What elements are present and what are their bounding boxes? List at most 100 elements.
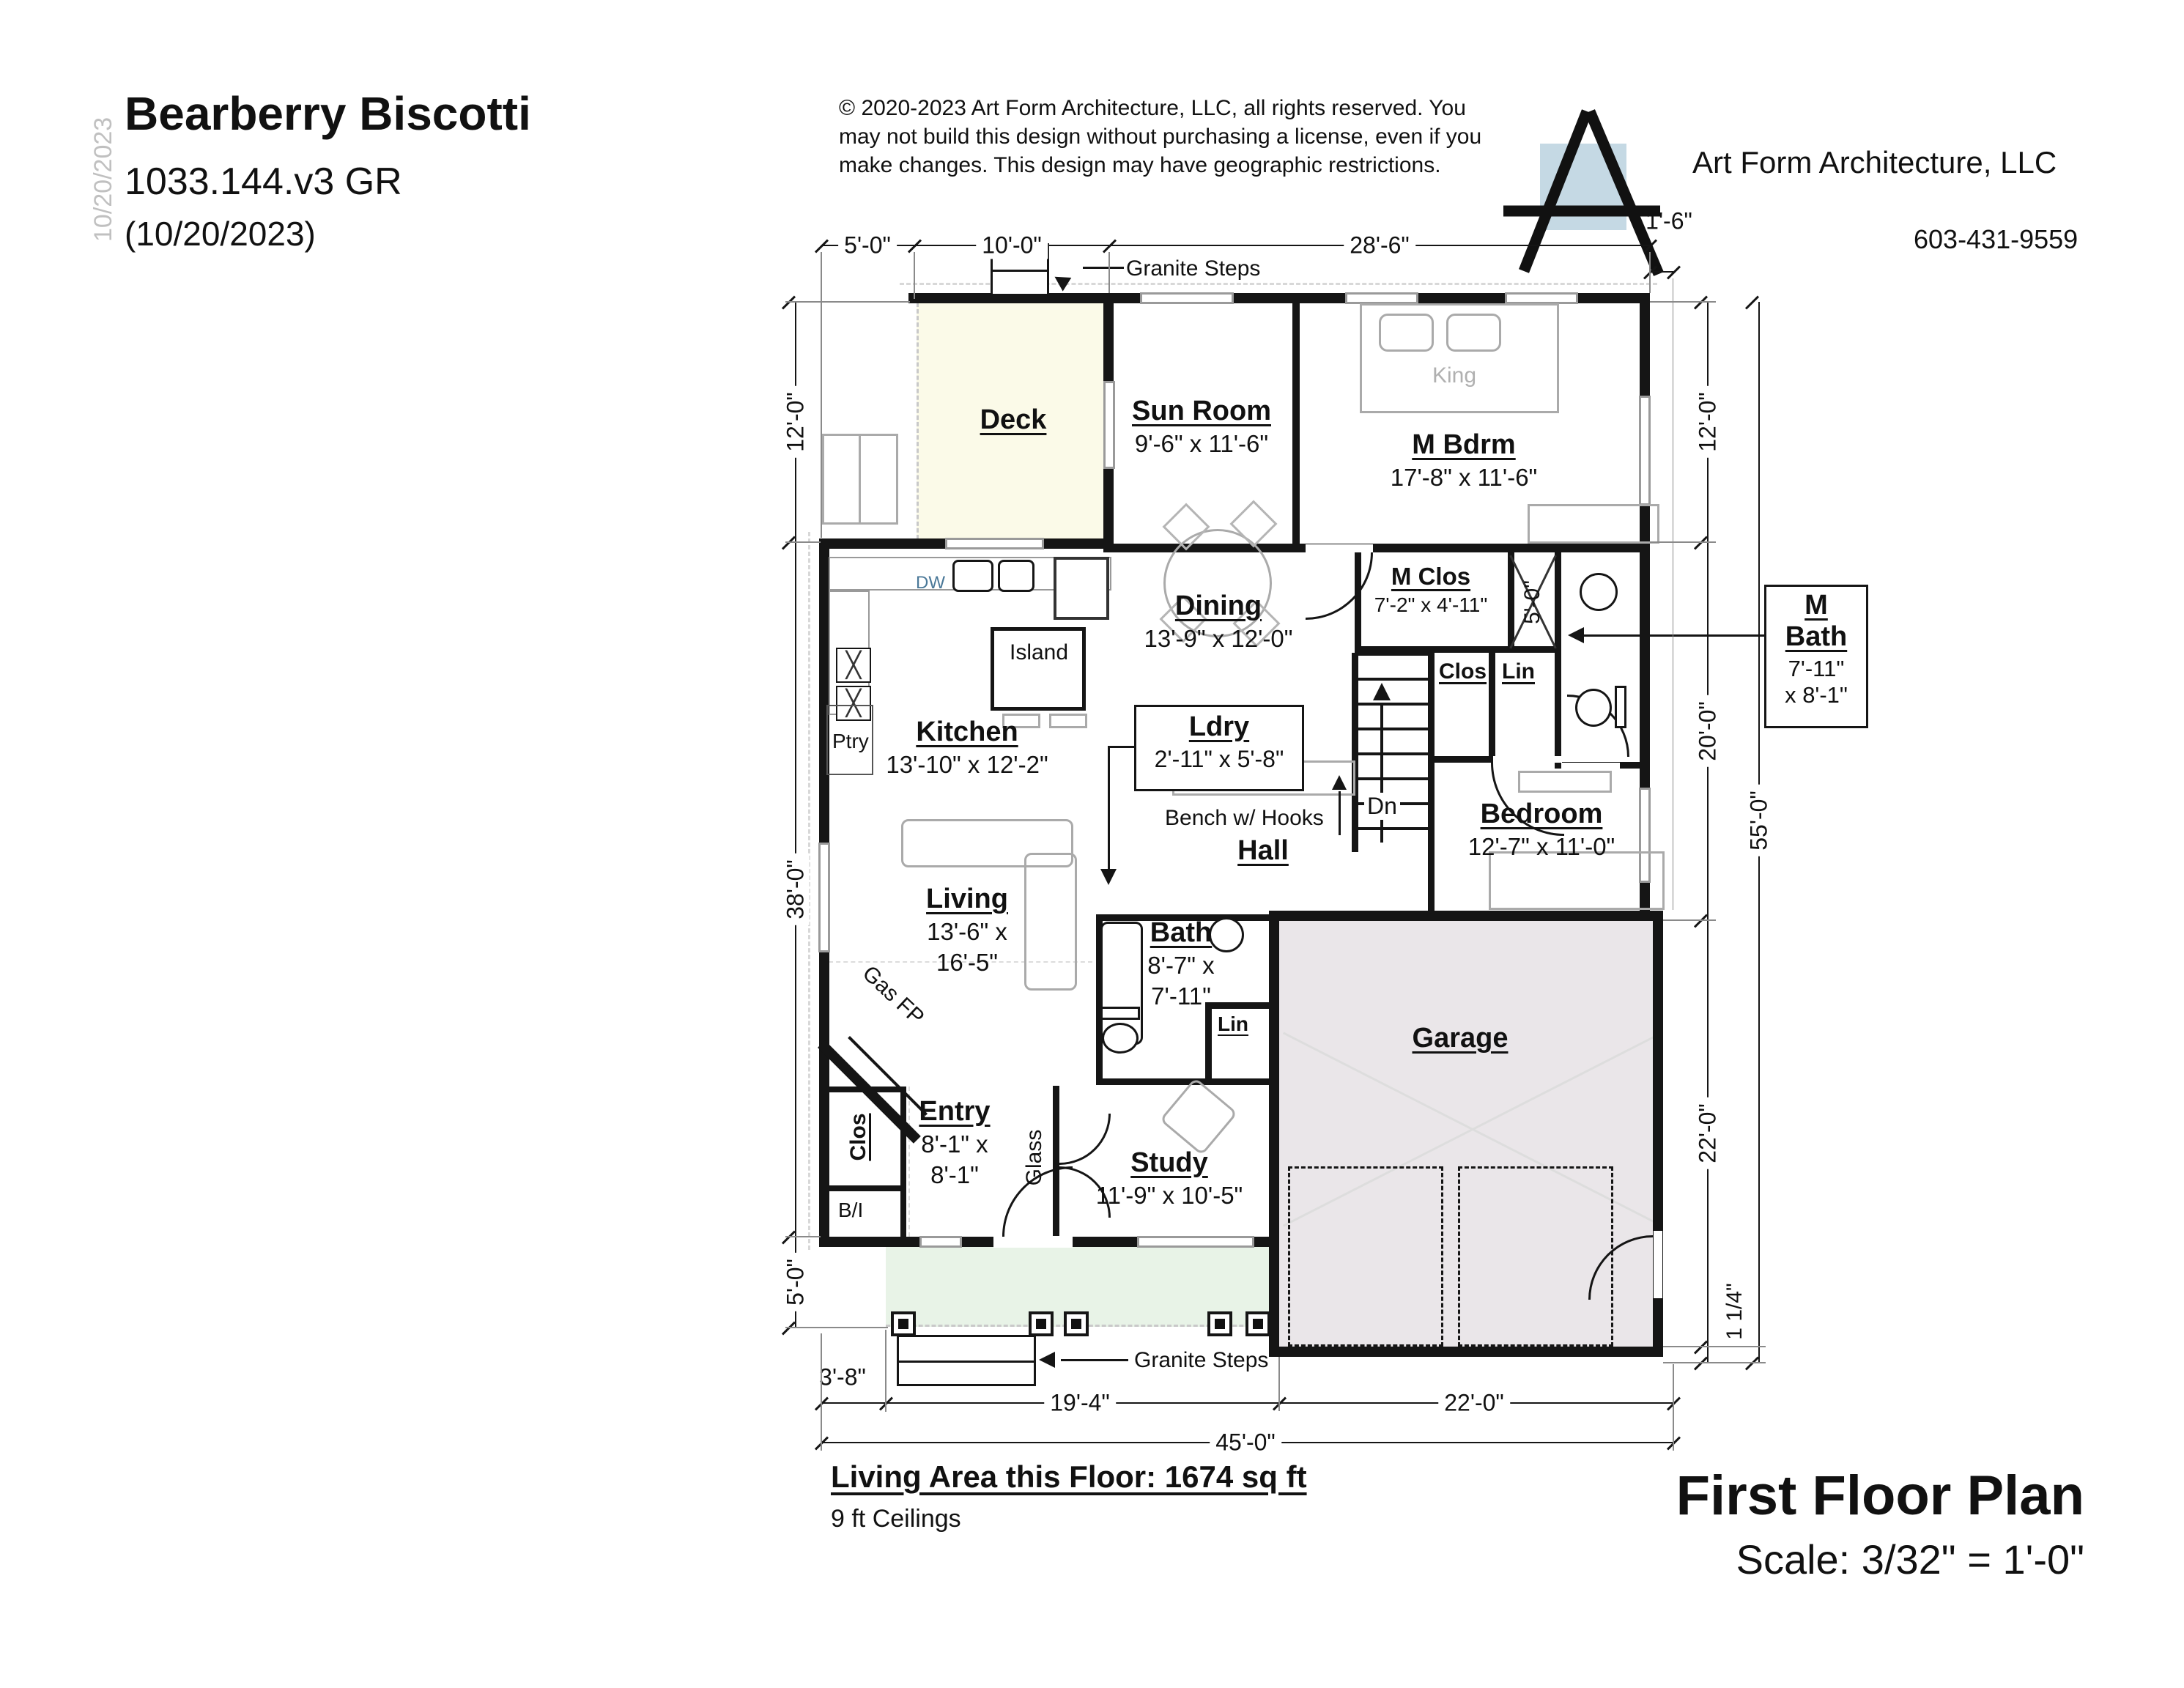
window [1639,788,1651,883]
extension-line [1649,252,1651,293]
hall-linen-label: Lin [1502,659,1535,684]
extension-line [821,1333,822,1451]
wall [1205,1002,1276,1009]
window [945,538,1044,549]
room-deck: Deck [980,404,1047,435]
wall [1428,653,1435,763]
wall [1269,1347,1663,1357]
dresser [1528,504,1659,544]
dim-tick [1693,536,1709,550]
dimension-line [1707,302,1709,1363]
window [1140,292,1234,304]
leader-arrow-icon [1039,1352,1055,1368]
extension-line [785,1327,888,1328]
wall [1096,1078,1276,1085]
room-bath: Bath 8'-7" x 7'-11" [1147,917,1215,1010]
dim-bottom-3: 45'-0" [1210,1429,1281,1456]
deck-area [917,303,1103,546]
room-m-clos: M Clos 7'-2" x 4'-11" [1374,563,1488,616]
roof-overhang-line [808,532,810,1250]
extension-line [1663,1362,1766,1363]
door-opening [1493,756,1562,763]
toilet-bowl [1102,1023,1139,1054]
glass-wall-label: Glass [1022,1129,1046,1186]
shower-dim-label: 5'-0" [1520,580,1544,624]
door-opening [1561,763,1620,769]
refrigerator [1054,557,1109,620]
deck-storage-divider [859,434,861,525]
stairs-down-label: Dn [1364,793,1400,820]
window [1639,396,1651,506]
room-hall: Hall [1237,835,1289,866]
wall [1096,914,1103,1085]
bed-pillow [1446,314,1501,352]
dim-right-4: 55'-0" [1745,785,1773,856]
stairs [1358,653,1428,851]
room-dining: Dining 13'-9" x 12'-0" [1144,591,1293,652]
bath-sink [1209,917,1244,952]
wall [1428,756,1435,916]
wall [1269,911,1279,1347]
gas-fp-label: Gas FP [857,960,929,1030]
door-opening [1654,1231,1662,1298]
dim-left-1: 38'-0" [782,854,810,925]
extension-line [1663,919,1716,921]
oven [836,686,871,721]
leader-arrow-icon [1050,270,1072,292]
island-stool [1049,714,1087,728]
dim-right-3: 1 1/4" [1722,1283,1747,1340]
wall [1508,552,1514,653]
wall [1292,293,1300,551]
room-entry: Entry 8'-1" x 8'-1" [919,1096,991,1188]
oven-x-mark: ╳ [845,651,862,679]
roof-overhang-line [900,283,1657,285]
m-bath-callout: M Bath 7'-11" x 8'-1" [1764,585,1868,728]
dim-bottom-0: 3'-8" [819,1363,866,1391]
pantry-label: Ptry [832,730,869,752]
king-bed-label: King [1432,363,1477,388]
dim-tick [1744,295,1760,310]
sofa [901,819,1073,867]
dim-bottom-2: 22'-0" [1438,1389,1510,1417]
window [1137,1236,1254,1248]
kitchen-sink [998,560,1034,592]
extension-line [785,541,821,543]
wall [826,1185,906,1191]
bath-linen-label: Lin [1218,1013,1248,1035]
study-chair [1159,1077,1238,1156]
room-study: Study 11'-9" x 10'-5" [1095,1147,1243,1209]
mbath-toilet-bowl [1575,689,1612,727]
porch-post [1207,1311,1232,1336]
plan-model-number: 1033.144.v3 GR [125,160,402,203]
kitchen-island [991,627,1086,711]
dining-table [1163,529,1272,637]
sheet-side-date: 10/20/2023 [89,116,117,242]
window [1505,292,1578,304]
stairs-up-arrow-icon [1373,683,1391,700]
dim-tick [814,239,829,253]
window [1345,292,1418,304]
leader-line [1083,267,1124,269]
room-sun-room: Sun Room 9'-6" x 11'-6" [1132,396,1271,457]
sheet-title: First Floor Plan [1676,1465,2084,1527]
porch-post [1245,1311,1270,1336]
room-living: Living 13'-6" x 16'-5" [926,884,1008,976]
bed-pillow [1379,314,1434,352]
plan-date: (10/20/2023) [125,215,316,253]
room-bedroom: Bedroom 12'-7" x 11'-0" [1467,799,1615,860]
dim-bottom-1: 19'-4" [1044,1389,1116,1417]
company-name: Art Form Architecture, LLC [1692,145,2057,179]
extension-line [1673,1364,1674,1451]
wall [908,293,1650,303]
dim-right-1: 20'-0" [1694,695,1722,767]
dimension-line [821,245,1650,246]
extension-line [914,252,915,299]
wall [1096,914,1276,921]
garage-door [1288,1166,1443,1347]
window [919,1236,962,1248]
plan-name-title: Bearberry Biscotti [125,87,531,140]
bench-label: Bench w/ Hooks [1165,806,1324,830]
extension-line [1278,1357,1280,1411]
extension-line [885,1330,886,1412]
reference-line [908,1087,910,1237]
